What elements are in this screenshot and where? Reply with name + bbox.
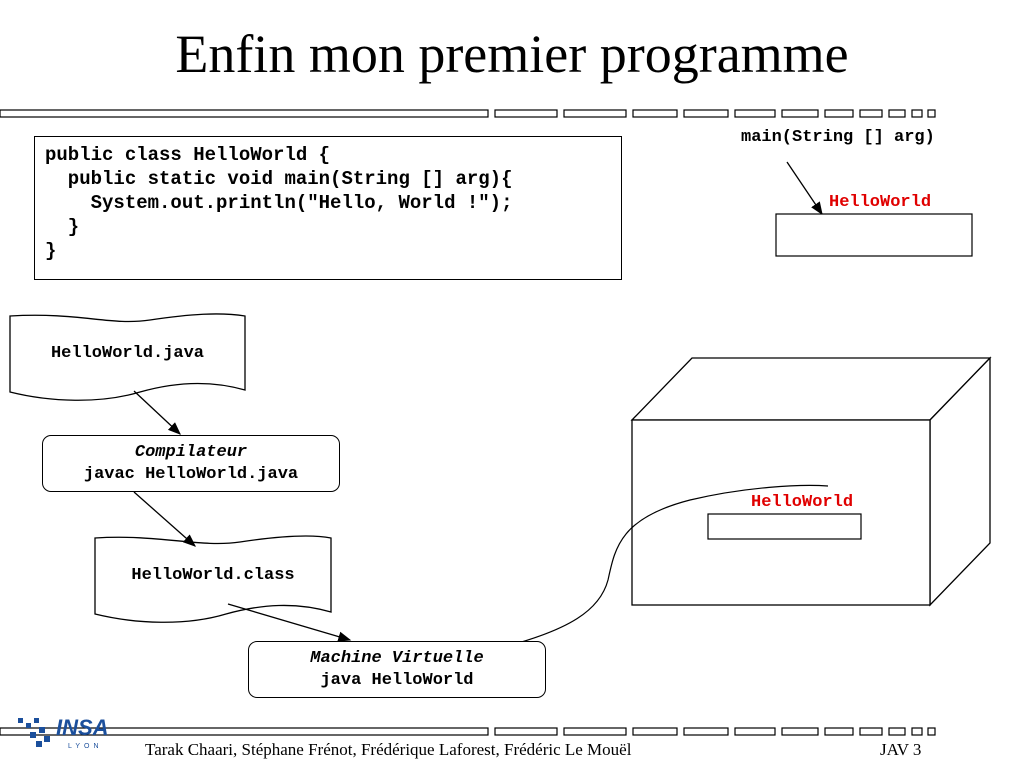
main-arrow — [786, 161, 823, 216]
code-line: } — [45, 240, 57, 262]
slide-title: Enfin mon premier programme — [175, 24, 849, 84]
java-file-label: HelloWorld.java — [50, 344, 205, 363]
arrow-java-to-compiler — [133, 390, 181, 435]
compiler-box: Compilateur javac HelloWorld.java — [42, 435, 340, 492]
code-listing: public class HelloWorld { public static … — [34, 136, 622, 280]
footer-authors: Tarak Chaari, Stéphane Frénot, Frédériqu… — [145, 740, 632, 759]
top-class-box — [775, 213, 973, 257]
page-number: JAV 3 — [880, 740, 922, 759]
vm-command: java HelloWorld — [320, 671, 474, 690]
code-line: System.out.println("Hello, World !"); — [45, 192, 513, 214]
vm-box: Machine Virtuelle java HelloWorld — [248, 641, 546, 698]
compiler-title: Compilateur — [134, 443, 248, 462]
jvm-cube — [630, 356, 992, 607]
bottom-rule — [0, 727, 936, 736]
cube-class-box — [707, 513, 862, 540]
java-file-shape — [9, 313, 246, 401]
code-line: public class HelloWorld { — [45, 144, 331, 166]
top-rule — [0, 109, 936, 118]
main-method-label: main(String [] arg) — [741, 128, 935, 147]
arrow-class-to-vm — [227, 603, 352, 642]
class-file-label: HelloWorld.class — [131, 566, 295, 585]
insa-logo-subtext: LYON — [68, 743, 103, 750]
code-line: } — [45, 216, 80, 238]
arrow-compiler-to-class — [133, 491, 196, 547]
cube-class-label: HelloWorld — [751, 493, 854, 512]
code-line: public static void main(String [] arg){ — [45, 168, 513, 190]
insa-logo-text: INSA — [56, 715, 109, 740]
top-class-label: HelloWorld — [829, 193, 932, 212]
compiler-command: javac HelloWorld.java — [83, 465, 299, 484]
insa-logo-graphic: INSA LYON — [18, 715, 109, 750]
insa-logo: INSA LYON — [8, 710, 118, 760]
vm-to-cube-curve — [499, 484, 829, 649]
vm-title: Machine Virtuelle — [310, 649, 484, 668]
